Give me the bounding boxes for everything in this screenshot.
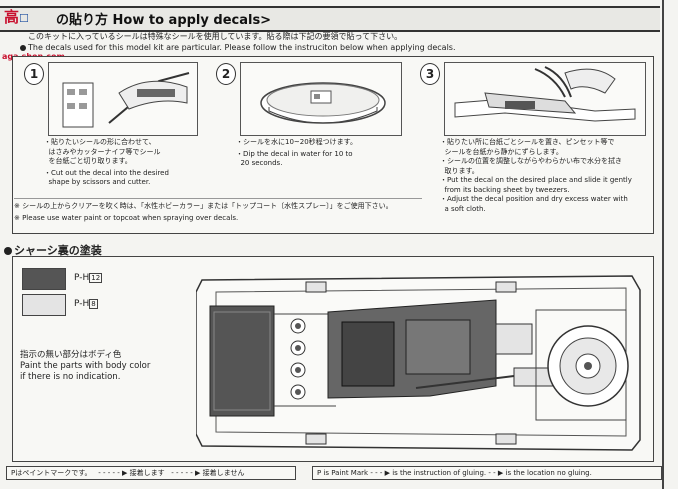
footer-legend-jp: Pはペイントマークです。 - - - - - ▶ 接着します - - - - -… [6, 466, 296, 480]
watermark-logo: 高☐ [4, 8, 29, 26]
step-3-illustration [444, 62, 646, 136]
step-number-1: 1 [24, 63, 44, 85]
spray-note-jp: ※ シールの上からクリアーを吹く時は、「水性ホビーカラー」または「トップコート〔… [14, 202, 393, 210]
cutting-decal-icon [62, 72, 190, 128]
body-color-note: 指示の無い部分はボディ色 Paint the parts with body c… [20, 350, 151, 382]
step-1-illustration [48, 62, 198, 136]
step-1-text: ・貼りたいシールの形に合わせて、 はさみやカッターナイフ等でシール を台紙ごと切… [44, 138, 169, 186]
step-2-text: ・シールを水に10~20秒程つけます。 ・Dip the decal in wa… [236, 138, 357, 167]
bullet-icon [4, 247, 12, 255]
right-border-rule [662, 0, 664, 489]
spray-note-en: ※ Please use water paint or topcoat when… [14, 213, 239, 222]
tweezers-decal-icon [454, 66, 636, 122]
footer-legend-en: P is Paint Mark - - - ▶ is the instructi… [312, 466, 662, 480]
step-2-illustration [240, 62, 402, 136]
page-title: の貼り方 How to apply decals> [56, 13, 272, 28]
intro-jp: このキットに入っているシールは特殊なシールを使用しています。貼る際は下記の要領で… [28, 32, 403, 41]
chassis-underside-diagram [196, 275, 641, 451]
intro-en: The decals used for this model kit are p… [20, 43, 456, 52]
color-swatch-dark [22, 268, 66, 290]
section-title: シャーシ裏の塗装 [4, 242, 102, 258]
spray-note: ※ シールの上からクリアーを吹く時は、「水性ホビーカラー」または「トップコート〔… [14, 198, 422, 227]
step-number-2: 2 [216, 63, 236, 85]
step-3-text: ・貼りたい所に台紙ごとシールを置き、ピンセット等で シールを台紙から静かにずらし… [440, 138, 632, 213]
color-swatch-light [22, 294, 66, 316]
bullet-icon [20, 44, 26, 51]
water-dish-icon [260, 82, 386, 124]
header-bar [0, 6, 660, 32]
step-number-3: 3 [420, 63, 440, 85]
